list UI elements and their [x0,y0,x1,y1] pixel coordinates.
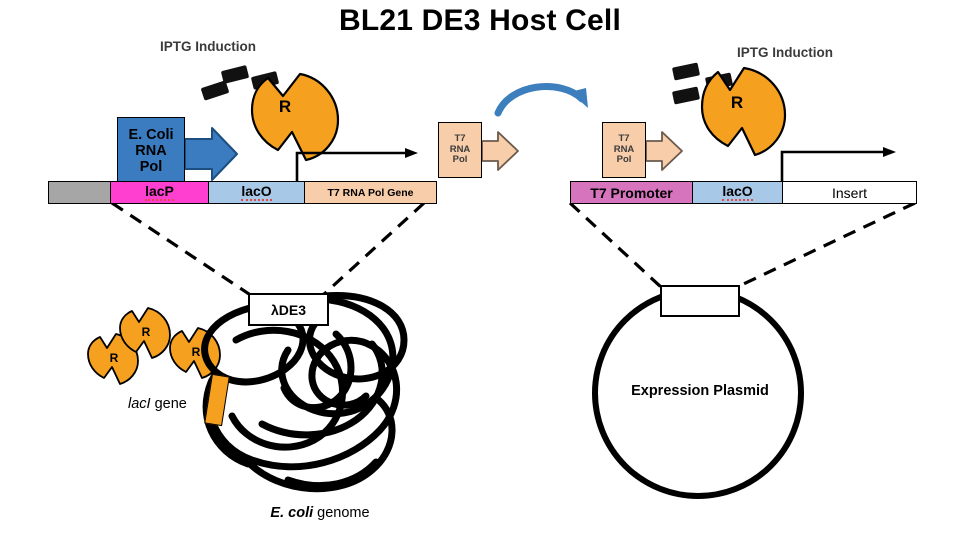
lambda-de3-label: λDE3 [270,301,307,318]
laci-gene-label: lacI gene [128,396,187,412]
construct-segment: lacO [209,182,305,203]
t7-pol-right-line1: T7 [618,133,630,145]
repressor-letter: R [279,97,291,116]
lambda-de3-box: λDE3 [248,293,329,326]
repressor-protein-free [119,307,171,359]
t7-pol-left-line3: Pol [452,154,468,166]
construct-segment: Insert [783,182,916,203]
construct-segment: lacO [693,182,783,203]
construct-segment: lacP [111,182,209,203]
laci-gene-rest: gene [150,396,187,412]
repressor-letter: R [142,325,151,339]
construct-segment-label: T7 Promoter [590,184,673,201]
construct-segment-label: lacO [241,183,272,201]
t7-pol-block-arrow-right [645,131,683,171]
iptg-molecule-icon [704,72,734,91]
ecoli-genome-rest: genome [313,505,370,521]
page-title: BL21 DE3 Host Cell [338,4,621,37]
construct-segment-label: T7 RNA Pol Gene [327,186,414,199]
repressor-letter: R [110,351,119,365]
construct-segment: T7 Promoter [571,182,693,203]
ecoli-pol-block-arrow [184,127,238,181]
t7-pol-right-line2: RNA [613,143,635,155]
repressor-protein-free [169,327,221,379]
iptg-induction-label-left: IPTG Induction [160,39,256,54]
t7-pol-left-line2: RNA [449,143,471,155]
iptg-molecule-icon [220,65,250,84]
transfer-arrow [494,83,588,117]
t7-pol-block-arrow-left [481,131,519,171]
t7-rna-pol-box-left: T7 RNA Pol [438,122,482,178]
ecoli-pol-line2: RNA [135,142,167,159]
ecoli-pol-line3: Pol [139,159,163,176]
repressor-letter: R [731,93,743,112]
construct-segment: T7 RNA Pol Gene [305,182,436,203]
iptg-molecule-icon [250,71,280,90]
t7-pol-right-line3: Pol [616,154,632,166]
iptg-molecule-icon [671,62,701,81]
ecoli-rna-pol-box: E. Coli RNA Pol [117,117,185,185]
chromosome-construct: lacP lacO T7 RNA Pol Gene [48,181,437,204]
ecoli-pol-line1: E. Coli [128,126,174,143]
t7-rna-pol-box-right: T7 RNA Pol [602,122,646,178]
plasmid-construct: T7 Promoter lacO Insert [570,181,917,204]
ecoli-genome-italic: E. coli [270,505,314,521]
repressor-letter: R [192,345,201,359]
expression-plasmid-label: Expression Plasmid [631,383,769,399]
construct-segment-label: lacO [722,183,753,201]
callout-lines-plasmid [568,201,916,290]
iptg-molecule-icon [671,86,701,105]
construct-segment-label: Insert [831,184,867,201]
plasmid-insert-box [660,285,740,317]
iptg-induction-label-right: IPTG Induction [737,45,833,60]
repressor-protein-free [87,333,139,385]
construct-segment [49,182,111,203]
laci-gene-marker [204,373,230,427]
construct-segment-label: lacP [145,183,174,201]
t7-pol-left-line1: T7 [454,133,466,145]
laci-gene-italic: lacI [128,396,151,412]
callout-lines-chromosome [111,201,426,298]
ecoli-genome-label: E. coli genome [220,505,420,521]
